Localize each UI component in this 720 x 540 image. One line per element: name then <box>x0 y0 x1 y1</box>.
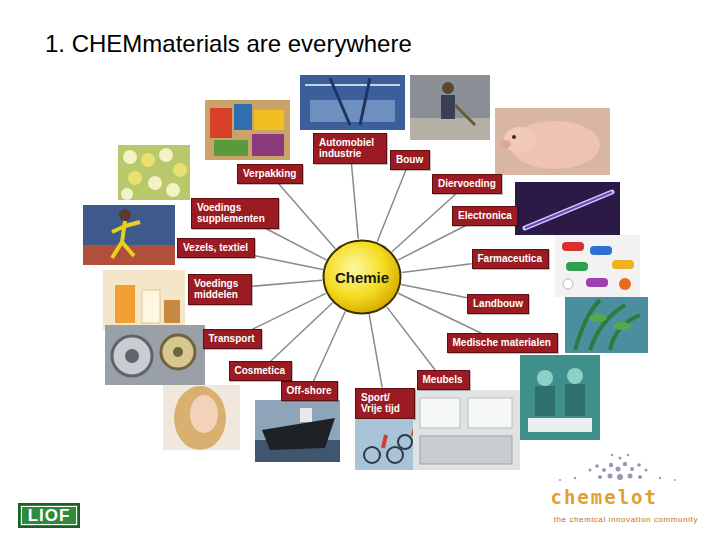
pills-photo <box>118 145 190 200</box>
node-label: Meubels <box>423 374 463 386</box>
logo-text: LIOF <box>18 503 80 528</box>
sector-box: Meubels <box>417 370 470 390</box>
spoke-line <box>252 293 325 329</box>
spoke-line <box>402 264 472 273</box>
node-label: Voedings middelen <box>194 278 246 301</box>
spoke-line <box>377 170 406 242</box>
spoke-line <box>266 229 327 260</box>
sector-box: Cosmetica <box>229 361 292 381</box>
chemelot-dots <box>559 454 676 481</box>
sector-box: Bouw <box>390 150 430 170</box>
logo-text: chemelot <box>550 486 658 508</box>
ship-photo <box>255 400 340 462</box>
node-label: Voedings supplementen <box>197 202 273 225</box>
spoke-line <box>387 307 436 370</box>
node-label: Bouw <box>396 154 423 166</box>
node-label: Diervoeding <box>438 178 496 190</box>
node-label: Transport <box>209 333 255 345</box>
sector-box: Voedings middelen <box>188 274 252 305</box>
sector-box: Off-shore <box>281 381 338 401</box>
athlete-photo <box>83 205 175 265</box>
surgery-photo <box>520 355 600 440</box>
slide-title: 1. CHEMmaterials are everywhere <box>45 30 412 58</box>
hub-circle: Chemie <box>322 239 402 315</box>
sector-box: Automobiel industrie <box>313 133 387 164</box>
construction-photo <box>410 75 490 140</box>
groceries-photo <box>205 100 290 160</box>
spoke-line <box>314 311 346 381</box>
sector-box: Sport/ Vrije tijd <box>355 388 415 419</box>
electronics-photo <box>515 182 620 235</box>
node-label: Sport/ Vrije tijd <box>361 392 409 415</box>
node-label: Off-shore <box>287 385 332 397</box>
car-factory-photo <box>300 75 405 130</box>
node-label: Cosmetica <box>235 365 286 377</box>
node-label: Electronica <box>458 210 512 222</box>
logo-tagline: the chemical innovation community <box>554 515 698 524</box>
node-label: Automobiel industrie <box>319 137 381 160</box>
sector-box: Landbouw <box>467 294 529 314</box>
sector-box: Voedings supplementen <box>191 198 279 229</box>
sector-box: Transport <box>203 329 262 349</box>
spoke-line <box>279 184 336 249</box>
sector-box: Vezels, textiel <box>177 238 255 258</box>
sector-box: Farmaceutica <box>472 249 549 269</box>
woman-photo <box>163 385 240 450</box>
spoke-line <box>252 280 322 286</box>
spoke-line <box>351 164 358 240</box>
spoke-line <box>398 226 466 260</box>
spoke-line <box>369 314 382 387</box>
node-label: Medische materialen <box>453 337 551 349</box>
capsules-photo <box>555 235 640 297</box>
sector-box: Verpakking <box>237 164 303 184</box>
spoke-line <box>392 194 456 252</box>
spoke-line <box>255 256 323 270</box>
plants-photo <box>565 297 648 353</box>
drinks-photo <box>103 270 185 330</box>
node-label: Vezels, textiel <box>183 242 248 254</box>
node-label: Chemie <box>335 269 389 286</box>
node-label: Verpakking <box>243 168 296 180</box>
sector-box: Electronica <box>452 206 518 226</box>
spoke-line <box>401 284 467 297</box>
node-label: Farmaceutica <box>478 253 542 265</box>
sector-box: Diervoeding <box>432 174 502 194</box>
node-label: Landbouw <box>473 298 523 310</box>
sector-box: Medische materialen <box>447 333 558 353</box>
kitchen-photo <box>413 390 520 470</box>
engine-photo <box>105 325 205 385</box>
pig-photo <box>495 108 610 175</box>
spoke-line <box>271 303 333 361</box>
